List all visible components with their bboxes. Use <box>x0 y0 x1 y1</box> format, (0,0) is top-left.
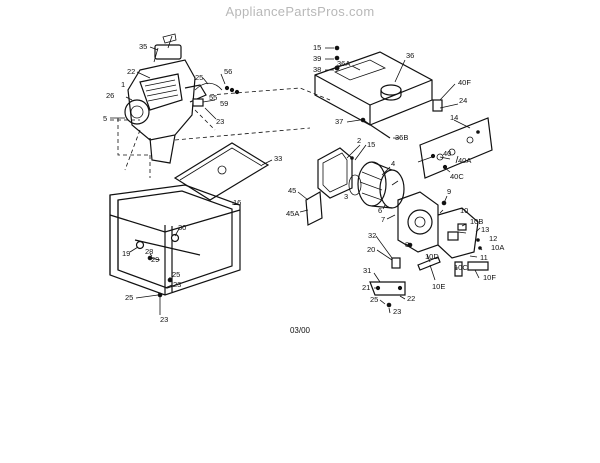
label-2: 2 <box>357 136 361 145</box>
engine-assembly <box>124 33 240 164</box>
label-22b: 22 <box>407 294 415 303</box>
label-10c: 10C <box>454 263 468 272</box>
tube-frame <box>109 184 241 298</box>
assembly-guide-lines <box>110 87 331 178</box>
label-37: 37 <box>335 117 343 126</box>
diagram-date-code: 03/00 <box>289 326 311 335</box>
label-23c: 23 <box>173 280 181 289</box>
bracket-45 <box>305 191 323 226</box>
label-23b: 23 <box>393 307 401 316</box>
label-15b: 15 <box>367 140 375 149</box>
label-21: 21 <box>362 283 370 292</box>
label-25: 25 <box>195 73 203 82</box>
label-8: 8 <box>405 240 409 249</box>
label-36b: 36B <box>395 133 408 142</box>
label-19: 19 <box>122 249 130 258</box>
label-31: 31 <box>363 266 371 275</box>
control-panel <box>360 99 493 179</box>
mounting-parts <box>369 256 489 308</box>
label-10d: 10D <box>425 252 439 261</box>
label-26: 26 <box>106 91 114 100</box>
label-33: 33 <box>274 154 282 163</box>
label-10f: 10F <box>483 273 496 282</box>
label-20: 20 <box>367 245 375 254</box>
label-40: 40 <box>443 149 451 158</box>
label-36: 36 <box>406 51 414 60</box>
label-16: 16 <box>233 198 241 207</box>
part-labels: 35 22 1 26 5 25 56 55 59 23 15 39 38 36 … <box>103 42 504 324</box>
label-40a: 40A <box>458 156 471 165</box>
label-32: 32 <box>368 231 376 240</box>
label-38: 38 <box>313 65 321 74</box>
label-55: 55 <box>209 93 217 102</box>
base-plate <box>173 142 270 201</box>
label-13: 13 <box>481 225 489 234</box>
label-10e: 10E <box>432 282 445 291</box>
label-15: 15 <box>313 43 321 52</box>
label-35: 35 <box>139 42 147 51</box>
fuel-tank <box>314 45 433 126</box>
label-9: 9 <box>447 187 451 196</box>
label-25c: 25 <box>172 270 180 279</box>
label-7: 7 <box>381 215 385 224</box>
label-29: 29 <box>151 255 159 264</box>
label-28: 28 <box>145 247 153 256</box>
label-24: 24 <box>459 96 467 105</box>
label-45a: 45A <box>286 209 299 218</box>
label-10: 10 <box>460 206 468 215</box>
label-23d: 23 <box>160 315 168 324</box>
label-25d: 25 <box>125 293 133 302</box>
label-14: 14 <box>450 113 458 122</box>
label-23: 23 <box>216 117 224 126</box>
label-1: 1 <box>121 80 125 89</box>
label-25b: 25 <box>370 295 378 304</box>
label-4: 4 <box>391 159 395 168</box>
label-11: 11 <box>480 253 488 262</box>
label-45: 45 <box>288 186 296 195</box>
label-36a: 36A <box>337 59 350 68</box>
watermark-text: AppliancePartsPros.com <box>225 4 375 19</box>
label-10b: 10B <box>470 217 483 226</box>
label-6: 6 <box>378 206 382 215</box>
label-3: 3 <box>344 192 348 201</box>
label-40f: 40F <box>458 78 471 87</box>
label-30: 30 <box>178 223 186 232</box>
label-56: 56 <box>224 67 232 76</box>
label-59: 59 <box>220 99 228 108</box>
label-39: 39 <box>313 54 321 63</box>
label-40c: 40C <box>450 172 464 181</box>
leader-lines <box>110 46 483 315</box>
label-10a: 10A <box>491 243 504 252</box>
label-12: 12 <box>489 234 497 243</box>
label-22: 22 <box>127 67 135 76</box>
label-5: 5 <box>103 114 107 123</box>
